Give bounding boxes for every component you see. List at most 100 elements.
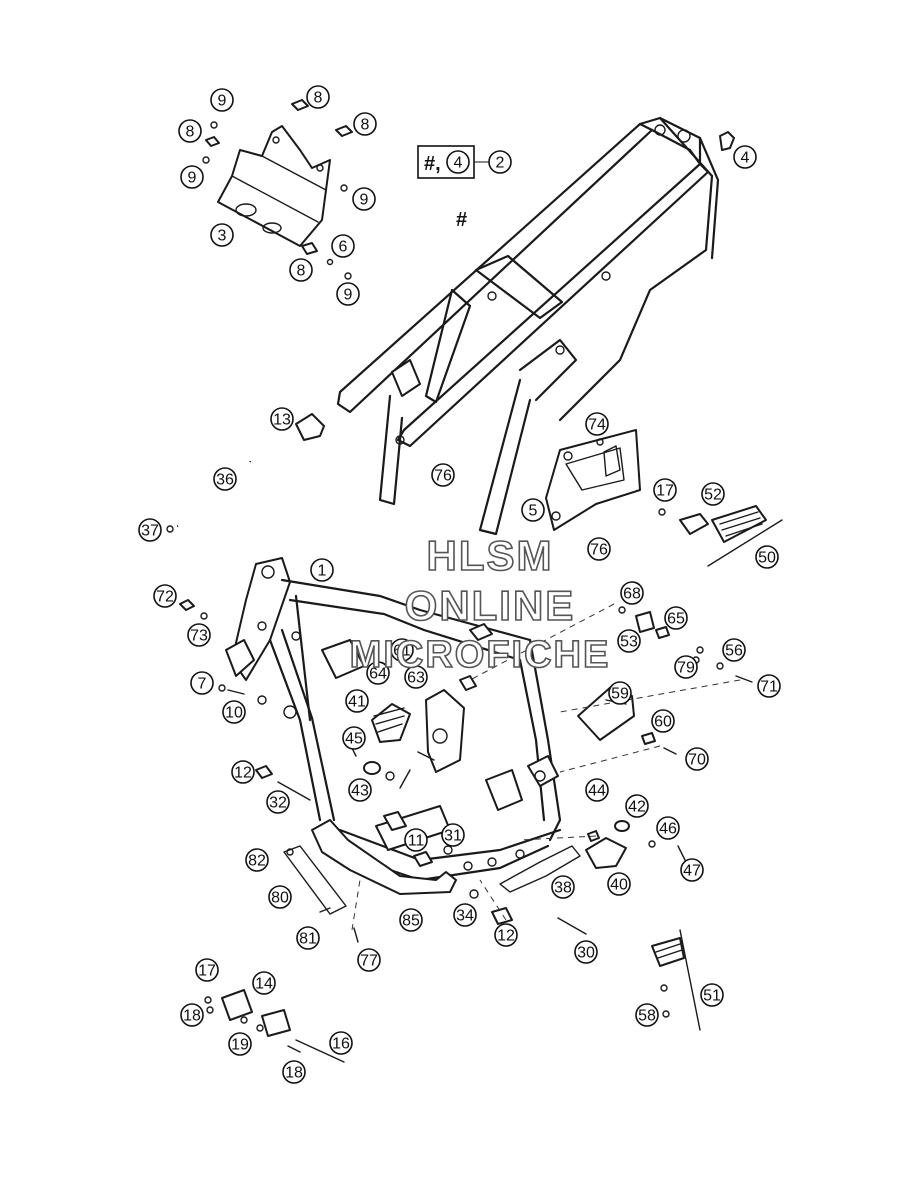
- callout-circle: [574, 940, 598, 964]
- callout-82: 82: [245, 848, 269, 872]
- callout-number: 52: [704, 487, 722, 504]
- callout-circle: [585, 412, 609, 436]
- callout-number: 5: [529, 503, 538, 520]
- callout-17: 17: [195, 958, 219, 982]
- callout-19: 19: [228, 1032, 252, 1056]
- callout-56: 56: [722, 638, 746, 662]
- callout-circle: [635, 1003, 659, 1027]
- callout-6: 6: [331, 234, 355, 258]
- callout-number: 85: [402, 913, 420, 930]
- callout-circle: [608, 681, 632, 705]
- callout-circle: [366, 661, 390, 685]
- callout-80: 80: [268, 885, 292, 909]
- callout-9: 9: [336, 282, 360, 306]
- callout-number: 9: [344, 287, 353, 304]
- callout-circle: [190, 671, 214, 695]
- watermark-line-2: ONLINE: [404, 581, 576, 630]
- callout-circle: [357, 948, 381, 972]
- callout-number: 11: [408, 833, 425, 850]
- callout-circle: [494, 923, 518, 947]
- callout-63: 63: [404, 665, 428, 689]
- callout-61: 61: [390, 638, 414, 662]
- kit-box-hash: #,: [424, 153, 441, 175]
- callout-circle: [231, 760, 255, 784]
- frame-side-plate: [545, 429, 641, 531]
- callout-circle: [331, 234, 355, 258]
- callout-34: 34: [453, 903, 477, 927]
- main-frame: [225, 557, 562, 895]
- callout-circle: [252, 971, 276, 995]
- callout-circle: [488, 150, 512, 174]
- callout-2: 2: [488, 150, 512, 174]
- callout-53: 53: [617, 629, 641, 653]
- callout-circle: [620, 581, 644, 605]
- callout-64: 64: [366, 661, 390, 685]
- callout-circle: [651, 709, 675, 733]
- callout-number: 6: [339, 239, 348, 256]
- skid-plate: [202, 99, 353, 280]
- callout-45: 45: [342, 726, 366, 750]
- callout-9: 9: [352, 187, 376, 211]
- callout-circle: [345, 689, 369, 713]
- callout-51: 51: [700, 983, 724, 1007]
- dashed-guides: [351, 603, 741, 931]
- callout-number: 70: [688, 752, 706, 769]
- callout-circle: [222, 700, 246, 724]
- callout-number: 42: [628, 799, 646, 816]
- callout-circle: [680, 858, 704, 882]
- callout-number: 56: [725, 643, 743, 660]
- callout-circle: [390, 638, 414, 662]
- callout-circle: [187, 623, 211, 647]
- callout-13: 13: [270, 407, 294, 431]
- callout-circle: [700, 983, 724, 1007]
- callout-circle: [674, 655, 698, 679]
- callout-circle: [306, 85, 330, 109]
- callout-number: 2: [496, 155, 505, 172]
- callout-number: 63: [407, 670, 425, 687]
- callout-circle: [289, 258, 313, 282]
- callout-number: 34: [456, 908, 474, 925]
- callout-circle: [329, 1031, 353, 1055]
- callout-number: 37: [141, 523, 159, 540]
- callout-circle: [617, 629, 641, 653]
- callout-number: 12: [234, 765, 252, 782]
- callout-12: 12: [231, 760, 255, 784]
- rubber-bumper: [295, 413, 325, 441]
- callout-12: 12: [494, 923, 518, 947]
- callout-circle: [268, 885, 292, 909]
- callout-number: 13: [273, 412, 291, 429]
- right-footrest: [651, 929, 701, 1031]
- callout-circle: [551, 875, 575, 899]
- callout-number: 68: [623, 586, 641, 603]
- callout-circle: [353, 112, 377, 136]
- callout-circle: [685, 747, 709, 771]
- callout-11: 11: [404, 828, 428, 852]
- callout-circle: [653, 478, 677, 502]
- callout-number: 8: [297, 263, 306, 280]
- callout-4: 4: [733, 145, 757, 169]
- callout-number: 10: [225, 705, 243, 722]
- callout-number: 3: [218, 228, 227, 245]
- callout-number: 45: [345, 731, 363, 748]
- callout-42: 42: [625, 794, 649, 818]
- callout-number: 59: [611, 686, 629, 703]
- callout-circle: [178, 119, 202, 143]
- callout-number: 9: [218, 93, 227, 110]
- callout-44: 44: [585, 778, 609, 802]
- callout-circle: [585, 778, 609, 802]
- callout-circle: [404, 665, 428, 689]
- callout-number: 74: [588, 417, 606, 434]
- callout-7: 7: [190, 671, 214, 695]
- callout-number: 18: [183, 1008, 201, 1025]
- callout-number: 76: [434, 468, 452, 485]
- callout-number: 44: [588, 783, 606, 800]
- callout-circle: [282, 1060, 306, 1084]
- exhaust-guard: [283, 845, 359, 943]
- callout-circle: [404, 828, 428, 852]
- callout-circle: [722, 638, 746, 662]
- callout-circle: [664, 606, 688, 630]
- callout-circle: [399, 908, 423, 932]
- callout-circle: [701, 482, 725, 506]
- callout-58: 58: [635, 1003, 659, 1027]
- callout-number: 7: [198, 676, 207, 693]
